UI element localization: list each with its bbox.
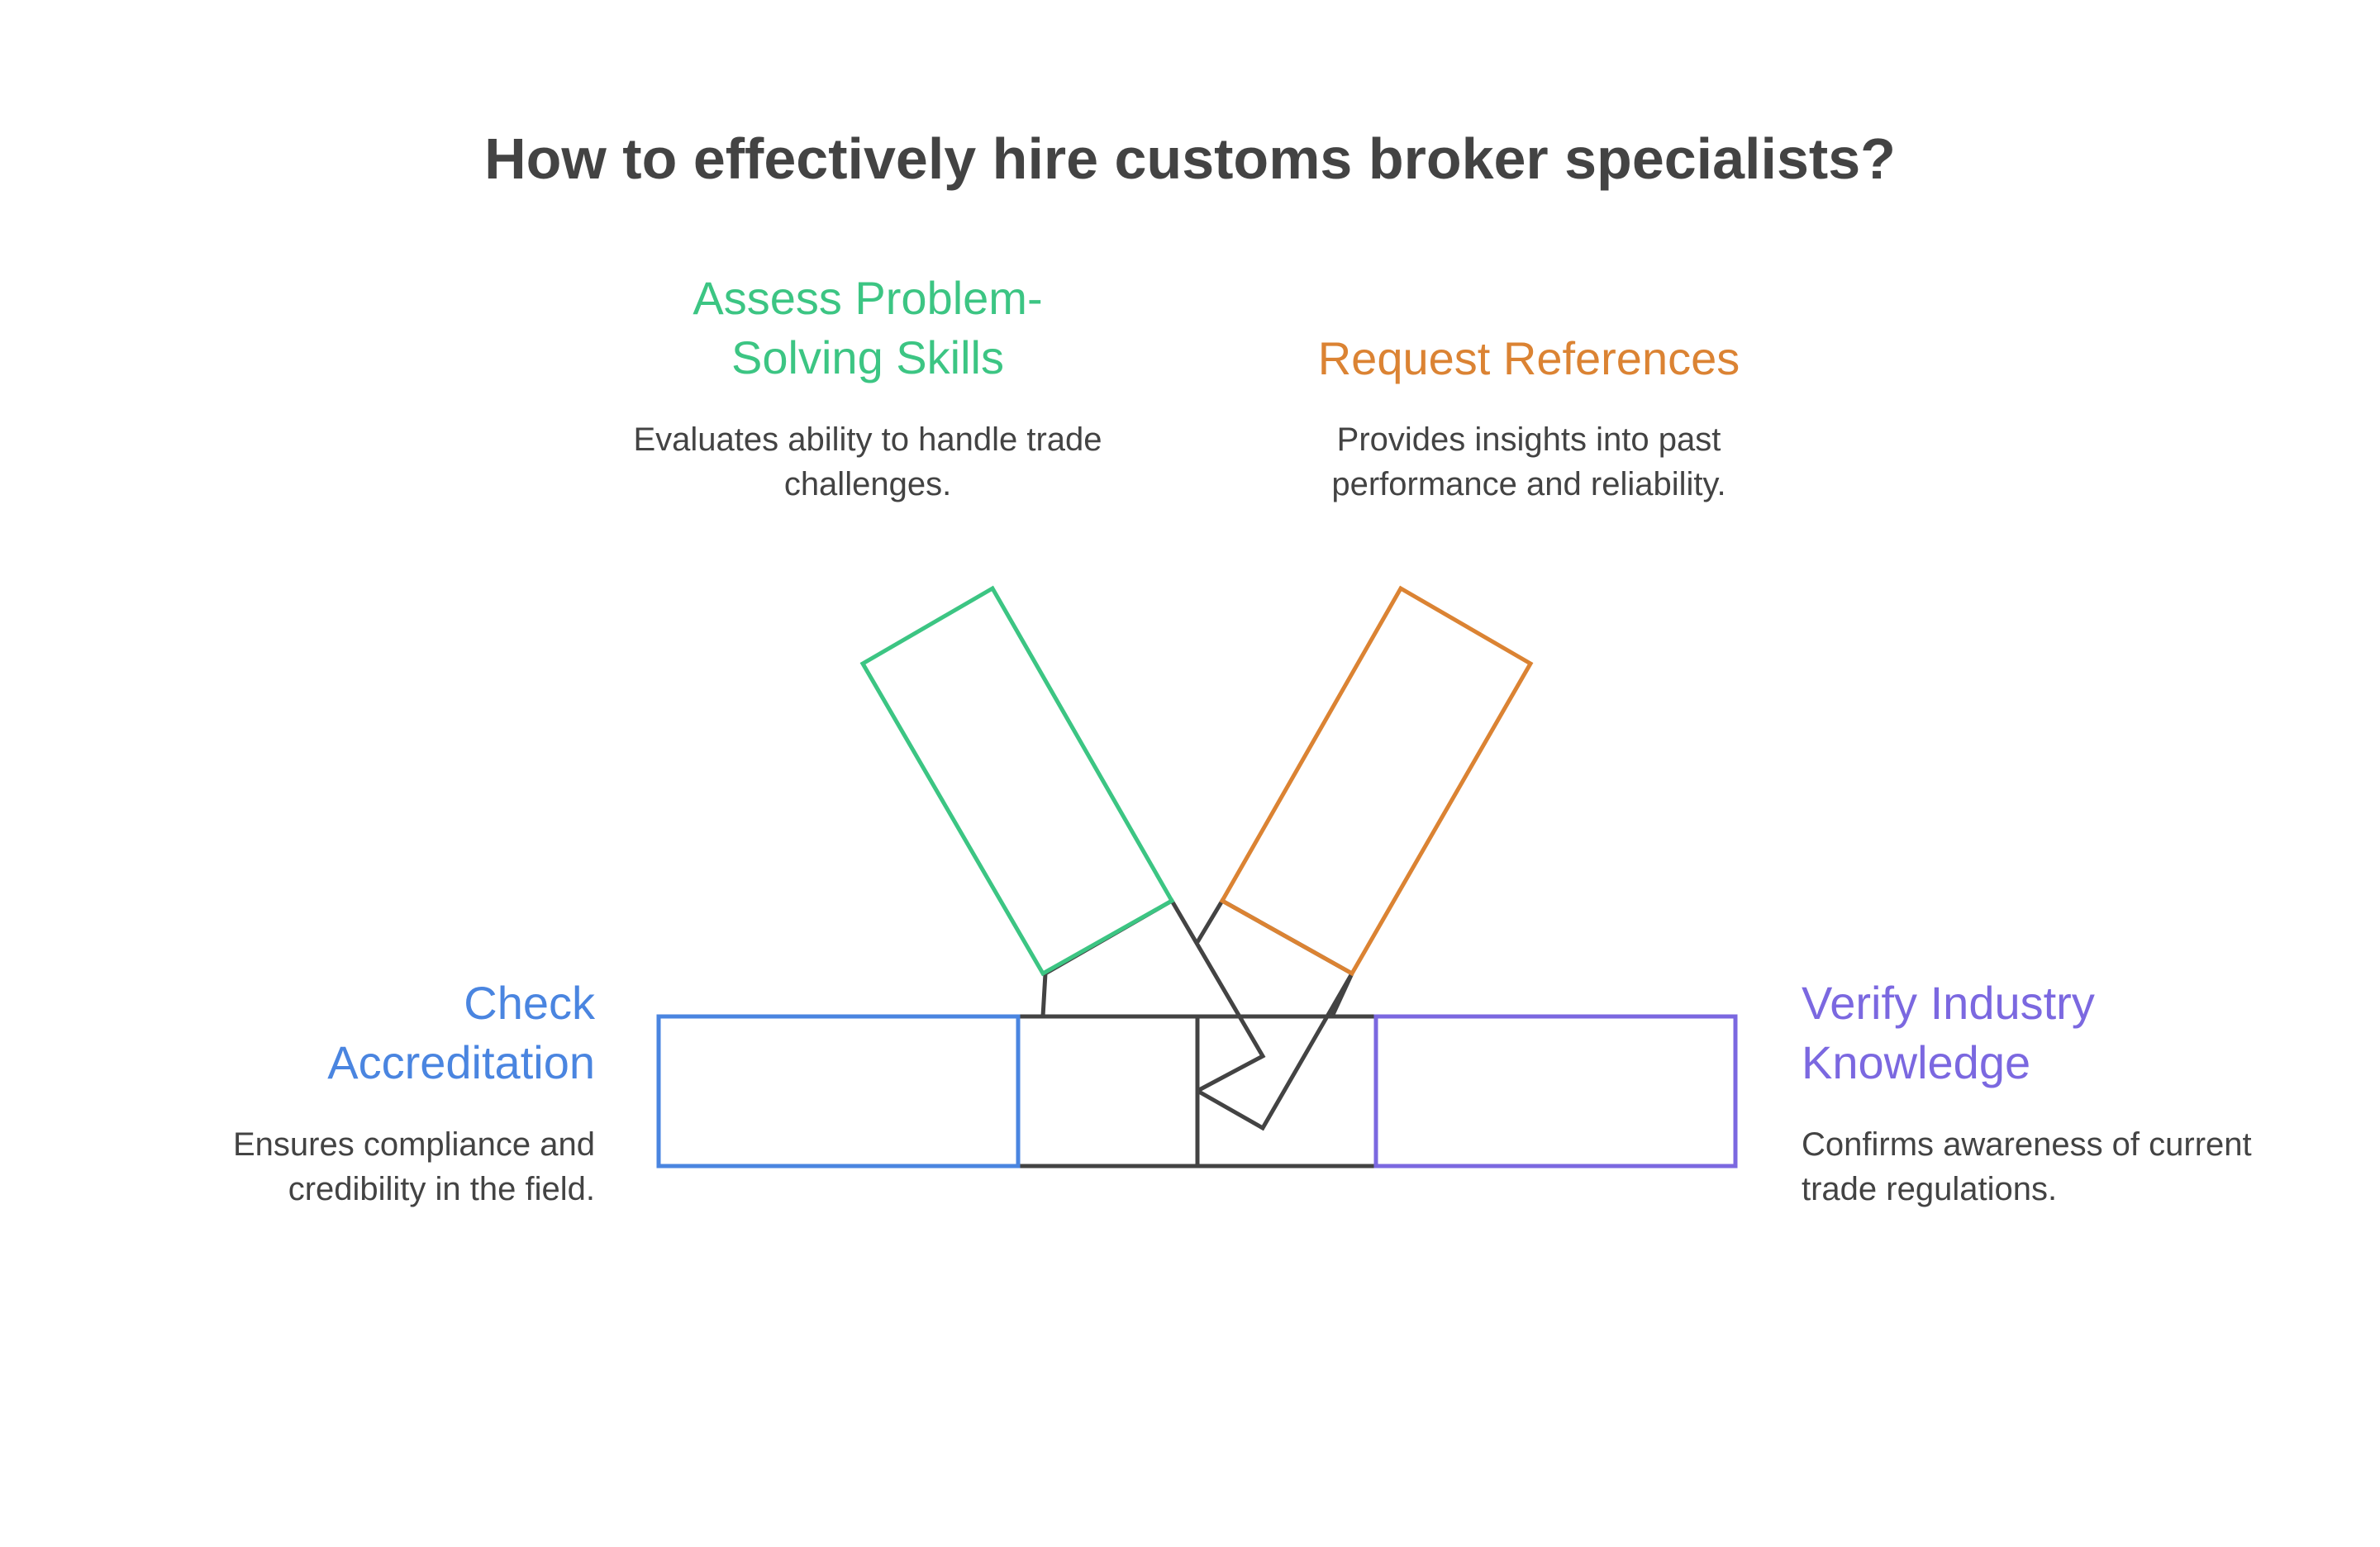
step-description-accreditation: Ensures compliance and credibility in th… — [232, 1126, 595, 1207]
step-description-references: Provides insights into past performance … — [1331, 421, 1726, 502]
industry-knowledge-bar — [1373, 1014, 1738, 1169]
problem-solving-bar — [859, 585, 1175, 977]
step-label-industry-knowledge: Verify Industry Knowledge — [1802, 977, 2095, 1088]
step-label-problem-solving: Assess Problem-Solving Skills — [693, 272, 1043, 383]
core-right-square — [1195, 1014, 1378, 1169]
page-title: How to effectively hire customs broker s… — [484, 126, 1896, 191]
step-label-accreditation: Check Accreditation — [327, 977, 595, 1088]
diagram-core — [1016, 897, 1378, 1169]
references-bar — [1219, 585, 1534, 977]
step-description-industry-knowledge: Confirms awareness of current trade regu… — [1802, 1126, 2252, 1207]
accreditation-bar — [656, 1014, 1021, 1169]
step-description-problem-solving: Evaluates ability to handle trade challe… — [633, 421, 1102, 502]
core-left-square — [1016, 1014, 1200, 1169]
step-label-references: Request References — [1317, 332, 1740, 384]
core-green-stem — [1040, 897, 1266, 1093]
